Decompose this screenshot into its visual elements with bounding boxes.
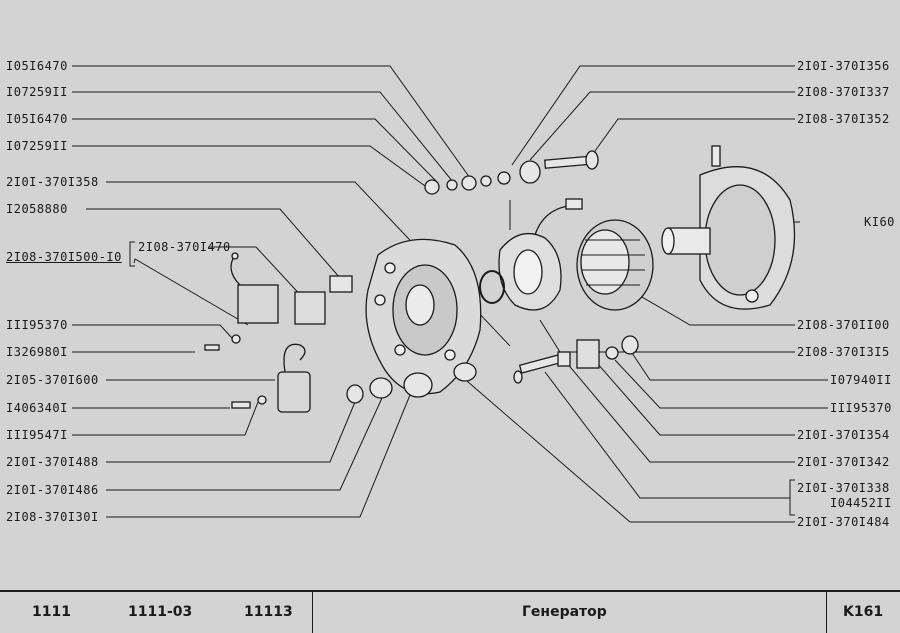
- leader-line: [72, 118, 439, 184]
- brush-part: [294, 291, 326, 325]
- leader-line: [72, 65, 471, 179]
- leader-line: [72, 324, 233, 339]
- screw-part: [204, 344, 220, 351]
- leader-line: [589, 118, 795, 159]
- part-label: I07259II: [6, 85, 68, 99]
- leader-line: [72, 91, 454, 183]
- catalog-footer: 1111 1111-03 11113 Генератор K161: [0, 590, 900, 633]
- part-label: 2I0I-370I488: [6, 455, 99, 469]
- leader-line: [72, 145, 426, 187]
- part-label: 2I0I-370I358: [6, 175, 99, 189]
- leader-line: [629, 349, 828, 381]
- exploded-parts-diagram: [72, 65, 828, 523]
- bolt-part: [513, 354, 562, 384]
- leader-line: [589, 354, 795, 436]
- divider: [826, 592, 827, 633]
- part-label: I04452II: [830, 496, 892, 510]
- part-label: III9547I: [6, 428, 68, 442]
- model-code: 11113: [244, 604, 293, 620]
- part-label: III95370: [6, 318, 68, 332]
- washer-part: [497, 171, 511, 185]
- spacer-part: [557, 351, 571, 367]
- group-bracket: [789, 479, 795, 516]
- leader-line: [614, 359, 828, 409]
- part-label: 2I0I-370I342: [797, 455, 890, 469]
- part-label: 2I08-370I337: [797, 85, 890, 99]
- leader-line: [133, 258, 249, 326]
- part-label: I07940II: [830, 373, 892, 387]
- front-housing-part: [365, 238, 482, 398]
- washer-part: [346, 384, 364, 404]
- part-label: 2I0I-370I486: [6, 483, 99, 497]
- leader-line: [565, 361, 795, 463]
- rear-housing-part: [661, 145, 796, 310]
- o-ring-part: [479, 270, 505, 304]
- capacitor-part: [277, 343, 311, 413]
- part-label: 2I0I-370I354: [797, 428, 890, 442]
- washer-part: [480, 175, 492, 187]
- part-label: 2I0I-370I484: [797, 515, 890, 529]
- nut-part: [519, 160, 541, 184]
- top-bolt-part: [544, 150, 599, 170]
- nut-part: [621, 335, 639, 355]
- washer-part: [231, 334, 241, 344]
- terminal-part: [329, 275, 353, 293]
- part-label: 2I08-370I30I: [6, 510, 99, 524]
- nut-part: [424, 179, 440, 195]
- voltage-regulator-part: [230, 252, 279, 324]
- part-label: 2I08-370I470: [138, 240, 231, 254]
- leader-line: [511, 65, 795, 166]
- part-label: 2I08-370II00: [797, 318, 890, 332]
- bushing-part: [369, 377, 393, 399]
- part-label: I05I6470: [6, 59, 68, 73]
- leader-line: [72, 401, 259, 436]
- bushing-part: [453, 362, 477, 382]
- stator-part: [576, 219, 654, 311]
- leader-line: [86, 208, 341, 279]
- leader-line: [106, 401, 356, 463]
- part-label: I2058880: [6, 202, 68, 216]
- part-label: I07259II: [6, 139, 68, 153]
- part-label: 2I05-370I600: [6, 373, 99, 387]
- part-label: I326980I: [6, 345, 68, 359]
- leader-line: [106, 397, 383, 491]
- connector-part: [576, 339, 600, 369]
- diode-bridge-part: [498, 198, 583, 311]
- leader-line: [208, 246, 306, 301]
- washer-part: [257, 395, 267, 405]
- leader-line: [529, 91, 795, 161]
- leader-line: [629, 289, 795, 326]
- leader-line: [459, 374, 795, 523]
- divider: [312, 592, 313, 633]
- part-label: 2I0I-370I338: [797, 481, 890, 495]
- page-code: K161: [843, 604, 884, 620]
- part-label: 2I0I-370I356: [797, 59, 890, 73]
- washer-part: [446, 179, 458, 191]
- screw-part: [231, 401, 251, 409]
- group-bracket: [129, 241, 135, 267]
- part-label: 2I08-370I352: [797, 112, 890, 126]
- leader-line: [544, 371, 790, 499]
- model-code: 1111: [32, 604, 71, 620]
- part-label: 2I08-370I500-I0: [6, 250, 122, 264]
- washer-part: [605, 346, 619, 360]
- part-label: I406340I: [6, 401, 68, 415]
- part-label: KI60: [864, 215, 895, 229]
- part-label: 2I08-370I3I5: [797, 345, 890, 359]
- page-title: Генератор: [522, 604, 607, 620]
- part-label: I05I6470: [6, 112, 68, 126]
- leader-line: [106, 394, 411, 518]
- part-label: III95370: [830, 401, 892, 415]
- model-code: 1111-03: [128, 604, 193, 620]
- nut-part: [461, 175, 477, 191]
